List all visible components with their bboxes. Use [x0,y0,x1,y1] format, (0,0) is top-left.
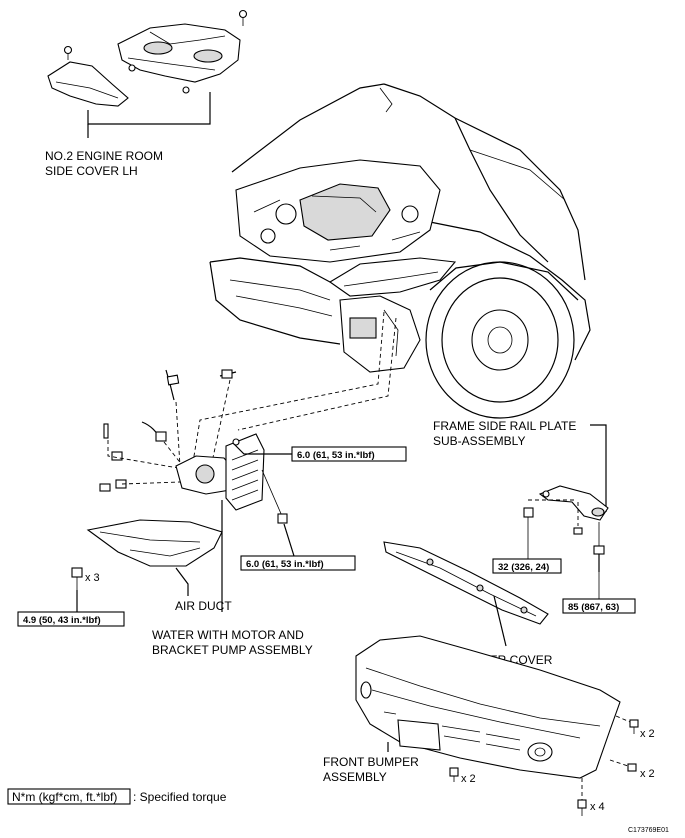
locator-line-2 [237,317,397,431]
front-bumper-illustration [355,635,639,816]
air-duct-illustration [71,519,223,590]
side-cover-label-line1: NO.2 ENGINE ROOM [45,149,163,163]
bumper-quantity-right-upper: x 2 [640,728,655,740]
water-pump-label-line2: BRACKET PUMP ASSEMBLY [152,643,313,657]
torque-box-lower [240,555,356,571]
vehicle-front-illustration [209,83,591,419]
bumper-quantity-right-lower: x 2 [640,768,655,780]
figure-code: C173769E01 [628,827,669,834]
air-duct-leader [175,567,189,596]
torque-legend-description: : Specified torque [133,790,227,804]
torque-value-32: 32 (326, 24) [498,562,549,573]
locator-line-1 [191,311,385,469]
air-duct-label: AIR DUCT [175,599,232,613]
water-pump-illustration [99,369,288,524]
under-cover-leader [493,595,507,647]
engine-under-cover-illustration [383,541,549,625]
torque-leader-lower [283,523,295,557]
frame-rail-label-line1: FRAME SIDE RAIL PLATE [433,419,576,433]
side-cover-illustration [47,9,248,138]
torque-box-32 [492,558,562,574]
torque-value-duct: 4.9 (50, 43 in.*lbf) [23,615,101,626]
torque-box-duct [17,611,125,627]
water-pump-label-line1: WATER WITH MOTOR AND [152,628,304,642]
side-cover-label-line2: SIDE COVER LH [45,164,138,178]
bumper-quantity-bottom: x 4 [590,801,605,813]
torque-value-lower: 6.0 (61, 53 in.*lbf) [246,559,324,570]
front-bumper-label-line2: ASSEMBLY [323,770,387,784]
front-bumper-label-line1: FRONT BUMPER [323,755,419,769]
frame-rail-leader [590,424,607,512]
torque-leader-upper [233,443,292,455]
bumper-quantity-bottom-left: x 2 [461,773,476,785]
torque-value-85: 85 (867, 63) [568,602,619,613]
frame-rail-plate-illustration [523,485,609,572]
torque-box-upper [291,446,407,462]
torque-legend-box [7,788,131,805]
frame-rail-label-line2: SUB-ASSEMBLY [433,434,525,448]
torque-legend-units: N*m (kgf*cm, ft.*lbf) [12,790,117,804]
torque-value-upper: 6.0 (61, 53 in.*lbf) [297,450,375,461]
air-duct-quantity: x 3 [85,572,100,584]
